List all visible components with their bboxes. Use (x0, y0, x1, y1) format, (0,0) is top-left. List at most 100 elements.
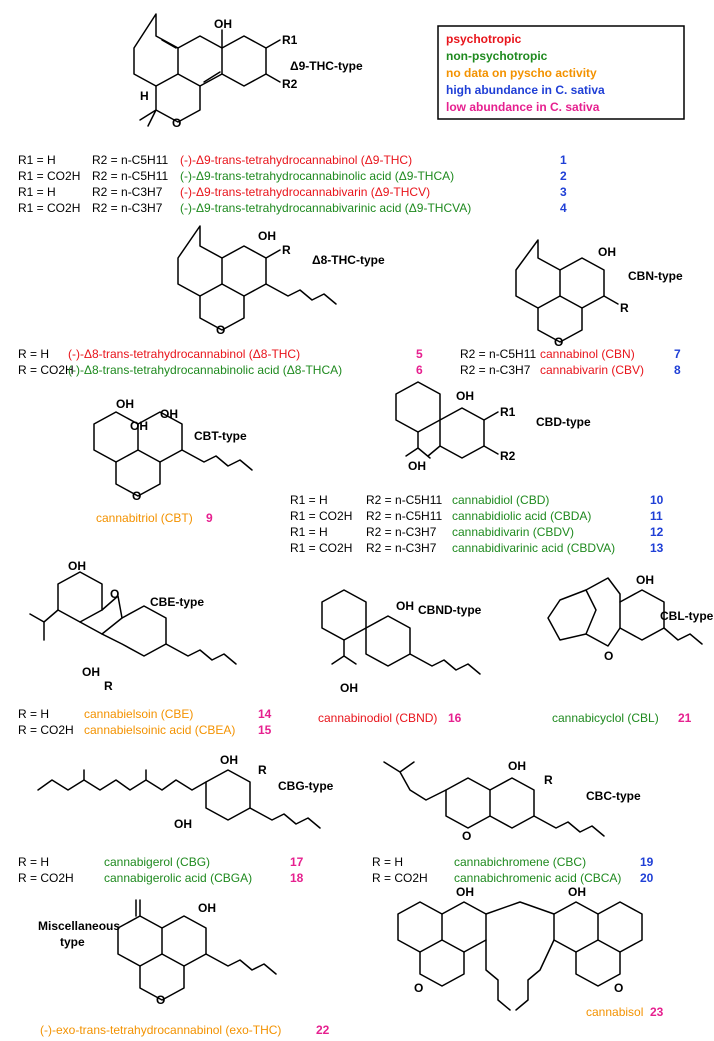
ho-label: OH (82, 665, 100, 679)
r2-value: R2 = n-C3H7 (92, 185, 163, 199)
r1-value: R1 = CO2H (18, 201, 80, 215)
oh-label: OH (568, 885, 586, 899)
h-label: H (140, 89, 149, 103)
type-label-cbnd: CBND-type (418, 603, 482, 617)
list-cbg: R = H cannabigerol (CBG) 17 R = CO2H can… (18, 855, 304, 885)
r1-value: R1 = CO2H (18, 169, 80, 183)
o-label: O (172, 116, 181, 130)
compound-number: 20 (640, 871, 654, 885)
compound-number: 8 (674, 363, 681, 377)
r2-value: R2 = n-C3H7 (366, 525, 437, 539)
list-cbe: R = H cannabielsoin (CBE) 14 R = CO2H ca… (18, 707, 272, 737)
r-label: R (282, 243, 291, 257)
compound-name: cannabivarin (CBV) (540, 363, 644, 377)
type-label-cbd: CBD-type (536, 415, 591, 429)
compound-number: 18 (290, 871, 304, 885)
compound-name: (-)-Δ8-trans-tetrahydrocannabinolic acid… (68, 363, 342, 377)
r2-value: R2 = n-C5H11 (366, 493, 442, 507)
r-value: R = CO2H (372, 871, 428, 885)
type-label-cbg: CBG-type (278, 779, 334, 793)
compound-name: cannabicyclol (CBL) (552, 711, 659, 725)
oh-label: OH (456, 885, 474, 899)
type-label-misc: Miscellaneous (38, 919, 120, 933)
r-label: R (104, 679, 113, 693)
compound-name: cannabigerolic acid (CBGA) (104, 871, 252, 885)
compound-name: (-)-Δ8-trans-tetrahydrocannabinol (Δ8-TH… (68, 347, 300, 361)
oh-label: OH (258, 229, 276, 243)
ho-label: OH (68, 559, 86, 573)
oh-label: OH (396, 599, 414, 613)
compound-number: 10 (650, 493, 664, 507)
compound-name: cannabichromenic acid (CBCA) (454, 871, 621, 885)
compound-number: 22 (316, 1023, 330, 1037)
legend-no-data: no data on pyscho activity (446, 66, 597, 80)
list-exo-thc: (-)-exo-trans-tetrahydrocannabinol (exo-… (40, 1023, 330, 1037)
type-label-thc8: Δ8-THC-type (312, 253, 385, 267)
compound-number: 15 (258, 723, 272, 737)
o-label: O (614, 981, 623, 995)
compound-name: cannabinodiol (CBND) (318, 711, 437, 725)
ho-label: OH (174, 817, 192, 831)
r1-value: R1 = H (290, 525, 328, 539)
o-label: O (110, 587, 119, 601)
oh-label: OH (214, 17, 232, 31)
compound-name: cannabisol (586, 1005, 643, 1019)
oh-label: OH (598, 245, 616, 259)
legend-box: psychotropic non-psychotropic no data on… (437, 25, 685, 120)
oh-label: OH (130, 419, 148, 433)
list-cbc: R = H cannabichromene (CBC) 19 R = CO2H … (372, 855, 654, 885)
r1-label: R1 (282, 33, 298, 47)
compound-number: 5 (416, 347, 423, 361)
list-thc8: R = H (-)-Δ8-trans-tetrahydrocannabinol … (18, 347, 423, 377)
oh-label: OH (198, 901, 216, 915)
r-value: R = CO2H (18, 723, 74, 737)
compound-number: 17 (290, 855, 304, 869)
structure-cbg: OH OH R CBG-type (37, 753, 334, 831)
structure-cbnd: OH OH CBND-type (321, 589, 482, 695)
r-label: R (544, 773, 553, 787)
structure-cbc: OH R O CBC-type (383, 759, 641, 843)
r-value: R = H (372, 855, 403, 869)
type-label-misc-2: type (60, 935, 85, 949)
r-value: R = H (18, 707, 49, 721)
type-label-cbe: CBE-type (150, 595, 204, 609)
compound-number: 14 (258, 707, 272, 721)
o-label: O (462, 829, 471, 843)
type-label-cbc: CBC-type (586, 789, 641, 803)
compound-name: (-)-Δ9-trans-tetrahydrocannabivarinic ac… (180, 201, 471, 215)
type-label-cbl: CBL-type (660, 609, 714, 623)
compound-name: cannabidiolic acid (CBDA) (452, 509, 591, 523)
r2-value: R2 = n-C5H11 (366, 509, 442, 523)
compound-number: 21 (678, 711, 692, 725)
r-value: R = CO2H (18, 363, 74, 377)
compound-name: cannabidivarin (CBDV) (452, 525, 574, 539)
compound-number: 3 (560, 185, 567, 199)
legend-low-abundance: low abundance in C. sativa (446, 100, 600, 114)
compound-number: 16 (448, 711, 462, 725)
o-label: O (216, 323, 225, 337)
compound-number: 9 (206, 511, 213, 525)
structure-cbn: OH R O CBN-type (515, 239, 683, 349)
structure-thc8: OH R O Δ8-THC-type (177, 225, 385, 337)
list-cannabisol: cannabisol 23 (586, 1005, 664, 1019)
compound-number: 4 (560, 201, 567, 215)
list-cbn: R2 = n-C5H11 cannabinol (CBN) 7 R2 = n-C… (460, 347, 681, 377)
r-value: R2 = n-C3H7 (460, 363, 531, 377)
ho-label: OH (340, 681, 358, 695)
structure-cbd: OH OH R1 R2 CBD-type (395, 381, 591, 473)
r2-label: R2 (282, 77, 298, 91)
type-label-thc9: Δ9-THC-type (290, 59, 363, 73)
compound-name: cannabidiol (CBD) (452, 493, 549, 507)
oh-label: OH (160, 407, 178, 421)
r1-value: R1 = CO2H (290, 509, 352, 523)
r-value: R = H (18, 347, 49, 361)
oh-label: OH (508, 759, 526, 773)
oh-label: OH (456, 389, 474, 403)
list-cbd: R1 = H R2 = n-C5H11 cannabidiol (CBD) 10… (290, 493, 664, 555)
r1-label: R1 (500, 405, 516, 419)
o-label: O (554, 335, 563, 349)
list-cbnd: cannabinodiol (CBND) 16 (318, 711, 462, 725)
structure-cbl: OH O CBL-type (547, 573, 714, 663)
legend-high-abundance: high abundance in C. sativa (446, 83, 605, 97)
